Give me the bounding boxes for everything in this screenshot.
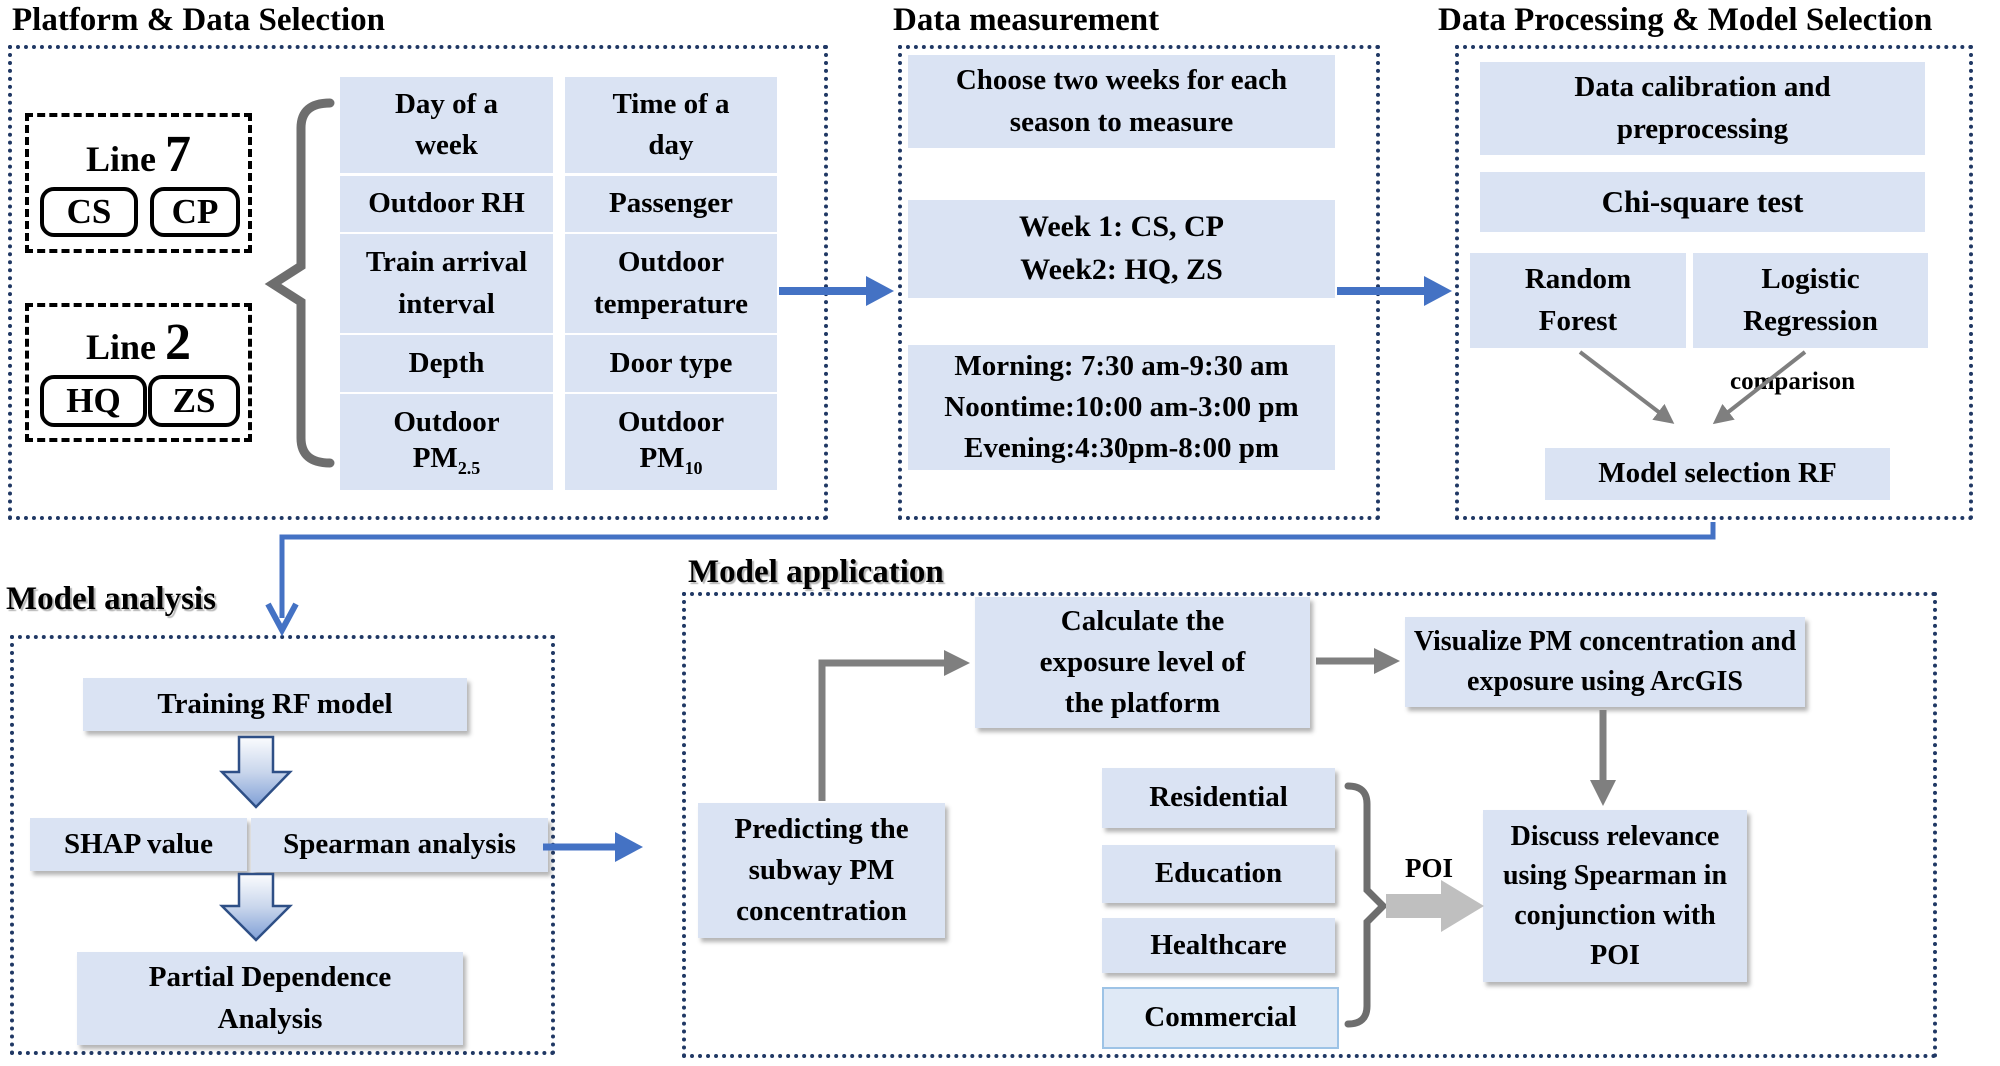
logistic-regression-box: Logistic Regression [1693, 253, 1928, 348]
line7-number: 7 [165, 126, 191, 183]
analysis-section-title: Model analysis [6, 581, 216, 617]
discuss-box: Discuss relevance using Spearman in conj… [1483, 810, 1747, 982]
variable-depth-label: Depth [408, 346, 485, 379]
variable-day-of-week: Day of a week [340, 77, 553, 173]
application-section-title: Model application [688, 554, 944, 590]
variable-outdoor-rh: Outdoor RH [340, 176, 553, 232]
pm25-sub: 2.5 [457, 458, 481, 479]
poi-label: POI [1404, 853, 1453, 883]
category-education-label: Education [1154, 857, 1283, 890]
variable-day-of-week-label: Day of a week [394, 87, 499, 161]
weeks-label: Week 1: CS, CP Week2: HQ, ZS [1019, 210, 1224, 286]
partial-dependence-label: Partial Dependence Analysis [148, 961, 392, 1035]
station-zs: ZS [148, 375, 240, 427]
line2-label: Line 2 [29, 317, 248, 369]
spearman-analysis-label: Spearman analysis [283, 828, 516, 861]
variable-passenger-label: Passenger [608, 187, 734, 220]
category-residential-label: Residential [1149, 781, 1288, 814]
visualize-box: Visualize PM concentration and exposure … [1405, 617, 1805, 707]
shap-value-label: SHAP value [63, 827, 214, 860]
processing-section-title: Data Processing & Model Selection [1438, 2, 1933, 38]
connector-arrowhead [265, 602, 299, 637]
random-forest-box: Random Forest [1470, 253, 1686, 348]
line7-label-text: Line [85, 139, 156, 179]
calibration-box: Data calibration and preprocessing [1480, 62, 1925, 155]
shap-value-box: SHAP value [30, 818, 247, 871]
variable-train-arrival-interval-label: Train arrival interval [365, 246, 528, 320]
measurement-panel [898, 45, 1380, 520]
variable-time-of-day-label: Time of a day [612, 87, 730, 161]
line2-label-text: Line [85, 327, 156, 367]
station-hq: HQ [40, 375, 147, 427]
category-healthcare: Healthcare [1102, 918, 1335, 973]
variable-outdoor-temperature-label: Outdoor temperature [593, 246, 749, 320]
variable-door-type: Door type [565, 335, 777, 392]
choose-weeks-box: Choose two weeks for each season to meas… [908, 55, 1335, 148]
chi-square-label: Chi-square test [1601, 183, 1804, 219]
pm25-main: PM [412, 442, 458, 475]
platform-panel [8, 45, 828, 520]
predicting-label: Predicting the subway PM concentration [734, 812, 909, 928]
predicting-box: Predicting the subway PM concentration [698, 803, 945, 938]
chi-square-box: Chi-square test [1480, 172, 1925, 232]
times-label: Morning: 7:30 am-9:30 am Noontime:10:00 … [944, 349, 1299, 465]
variable-outdoor-pm10: Outdoor PM10 [565, 394, 777, 490]
processing-panel [1455, 45, 1973, 520]
weeks-box: Week 1: CS, CP Week2: HQ, ZS [908, 200, 1335, 298]
category-residential: Residential [1102, 768, 1335, 828]
station-cs: CS [40, 187, 138, 237]
line7-group: Line 7 [25, 113, 252, 253]
pm25-line2: PM2.5 [413, 440, 481, 479]
calibration-label: Data calibration and preprocessing [1574, 71, 1831, 145]
category-commercial-label: Commercial [1144, 1001, 1297, 1034]
variable-train-arrival-interval: Train arrival interval [340, 234, 553, 333]
visualize-label: Visualize PM concentration and exposure … [1413, 626, 1797, 697]
logistic-regression-label: Logistic Regression [1743, 263, 1878, 337]
spearman-analysis-box: Spearman analysis [251, 818, 548, 872]
discuss-label: Discuss relevance using Spearman in conj… [1502, 820, 1728, 971]
line2-number: 2 [165, 314, 191, 371]
category-healthcare-label: Healthcare [1150, 928, 1287, 961]
partial-dependence-box: Partial Dependence Analysis [77, 952, 463, 1045]
variable-outdoor-temperature: Outdoor temperature [565, 234, 777, 333]
pm25-line1: Outdoor [393, 406, 500, 439]
choose-weeks-label: Choose two weeks for each season to meas… [955, 64, 1288, 138]
variable-outdoor-pm25: Outdoor PM2.5 [340, 394, 553, 490]
platform-section-title: Platform & Data Selection [12, 2, 385, 38]
pm10-sub: 10 [684, 458, 703, 479]
calculate-exposure-label: Calculate the exposure level of the plat… [1039, 604, 1246, 720]
training-rf-box: Training RF model [83, 678, 467, 731]
calculate-exposure-box: Calculate the exposure level of the plat… [975, 597, 1310, 728]
comparison-label: comparison [1730, 368, 1855, 395]
category-commercial: Commercial [1102, 987, 1339, 1049]
pm10-line1: Outdoor [617, 406, 725, 439]
times-box: Morning: 7:30 am-9:30 am Noontime:10:00 … [908, 345, 1335, 470]
line7-label: Line 7 [29, 129, 248, 181]
variable-passenger: Passenger [565, 176, 777, 232]
variable-depth: Depth [340, 335, 553, 392]
model-selection-label: Model selection RF [1598, 457, 1837, 490]
measurement-section-title: Data measurement [893, 2, 1160, 38]
variable-door-type-label: Door type [609, 346, 733, 379]
random-forest-label: Random Forest [1524, 263, 1632, 337]
model-selection-box: Model selection RF [1545, 448, 1890, 500]
variable-time-of-day: Time of a day [565, 77, 777, 173]
variable-outdoor-rh-label: Outdoor RH [368, 187, 525, 220]
training-rf-label: Training RF model [157, 687, 393, 720]
station-cp: CP [150, 187, 240, 237]
pm10-line2: PM10 [639, 440, 702, 479]
category-education: Education [1102, 845, 1335, 903]
pm10-main: PM [639, 442, 685, 475]
